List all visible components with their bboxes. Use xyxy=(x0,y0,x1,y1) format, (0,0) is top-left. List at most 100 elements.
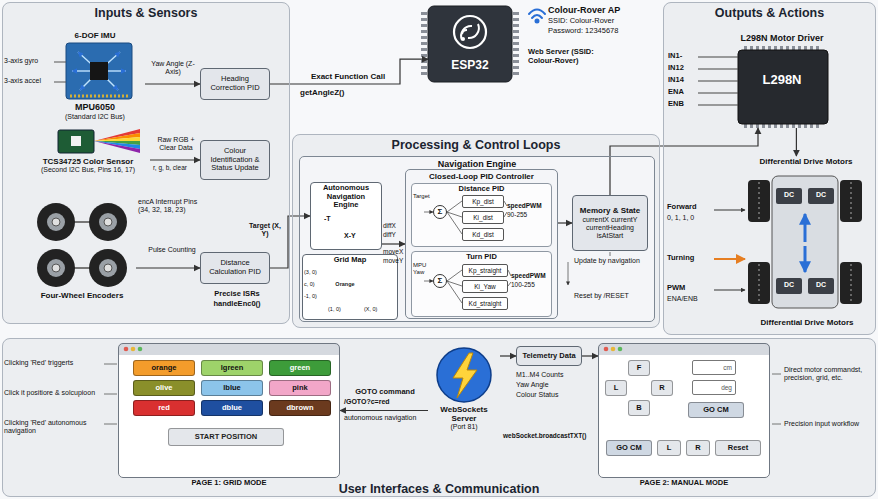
node-text: lblue xyxy=(204,384,260,393)
annotation-label: ENA/ENB xyxy=(667,295,713,303)
annotation-label: r, g, b, clear xyxy=(153,164,199,171)
connector xyxy=(270,59,428,84)
input-field: cm xyxy=(692,360,736,375)
annotation-label: Target xyxy=(413,193,435,200)
panel-fill xyxy=(405,169,558,319)
ui-window: PAGE 2: MANUAL MODEFLRBcmdegGO CMGO CMLR… xyxy=(598,343,770,478)
node-text: PAGE 2: MANUAL MODE xyxy=(569,479,799,488)
panel-fill xyxy=(411,183,552,247)
annotation-label: DC xyxy=(776,191,802,199)
node-text: Autonomous Navigation Engine xyxy=(314,184,378,210)
edge-label: Yaw Angle (Z-Axis) xyxy=(148,60,198,76)
imu-board xyxy=(54,43,132,99)
window-dot xyxy=(138,347,143,352)
annotation-label: IN12 xyxy=(668,64,696,73)
component-figure: 6-DOF IMUMPU6050(Standard I2C Bus) xyxy=(45,30,145,128)
node-text: Heading Correction PID xyxy=(204,75,266,92)
window-dot xyxy=(131,347,136,352)
window-titlebar xyxy=(118,343,340,355)
component-figure: TCS34725 Color Sensor(Second I2C Bus, Pi… xyxy=(26,128,150,180)
panel-fill xyxy=(118,343,340,478)
window-dot xyxy=(124,347,129,352)
spacer xyxy=(723,43,841,73)
annotation-label: ENA xyxy=(668,88,696,97)
color-sensor xyxy=(58,129,140,153)
process-box: Autonomous Navigation Engine xyxy=(310,182,382,250)
panel-fill xyxy=(2,338,876,497)
node-text: Differential Drive Motors xyxy=(739,157,873,166)
section-panel: User Interfaces & CommunicationPAGE 1: G… xyxy=(2,338,876,497)
annotation-label: Colour-Rover AP xyxy=(548,5,658,15)
node-text: Grid Map xyxy=(306,256,394,265)
ui-button: R xyxy=(686,440,710,456)
process-box: Distance Calculation PID xyxy=(200,252,270,284)
websocket-icon xyxy=(437,348,491,402)
node-text: green xyxy=(272,364,328,373)
annotation-label: Web Server (SSID: Colour-Rover) xyxy=(528,48,608,65)
node-text: currentX currentY currentHeading isAtSta… xyxy=(576,216,644,240)
annotation-label: moveY xyxy=(383,257,405,264)
gain-box: Ki_dist xyxy=(462,211,504,224)
connector xyxy=(582,355,598,356)
annotation-label: encA Interrupt Pins (34, 32, 18, 23) xyxy=(138,198,198,214)
node-text: Distance Calculation PID xyxy=(204,259,266,276)
annotation-label: 100-255 xyxy=(511,281,551,288)
section-panel: Inputs & Sensors 6-DOF IMUMPU6050(Standar… xyxy=(2,2,290,324)
panel-fill xyxy=(292,134,660,328)
annotation-label: Colour Status xyxy=(516,391,596,399)
annotation-label: Clicking 'Red' autonomous navigation xyxy=(4,419,100,435)
node-text: dblue xyxy=(204,404,260,413)
annotation-label: DC xyxy=(776,281,802,289)
annotation-label: Olive xyxy=(360,269,390,275)
annotation-label: 90-255 xyxy=(507,211,551,218)
annotation-label: PWM xyxy=(667,284,713,293)
node-text: lgreen xyxy=(204,364,260,373)
connector xyxy=(340,410,428,411)
annotation-label: (1, 0) xyxy=(328,306,352,312)
ui-button: R xyxy=(651,380,673,396)
annotation-label: autonomous navigation xyxy=(344,414,426,422)
node-text: Kd_straight xyxy=(465,300,505,307)
annotation-label: 3-axis accel xyxy=(4,77,52,85)
node-text: ESP32 xyxy=(429,59,511,73)
node-text: PAGE 1: GRID MODE xyxy=(89,479,369,488)
node-text: Navigation Engine xyxy=(303,159,651,169)
node-text: Colour Identification & Status Update xyxy=(204,147,266,173)
ui-button: GO CM xyxy=(688,402,744,418)
window-titlebar xyxy=(598,343,770,355)
node-text: Kp_dist xyxy=(465,198,501,205)
gain-box: Ki_Yaw xyxy=(462,280,508,293)
annotation-label: diffY xyxy=(383,231,405,238)
group-box: Closed-Loop PID ControllerDistance PIDΣK… xyxy=(405,169,558,319)
connector xyxy=(382,243,405,244)
annotation-label: moveX xyxy=(383,248,405,255)
component-figure: Four-Wheel Encoders xyxy=(28,196,136,308)
connector xyxy=(150,159,200,160)
node-text: Distance PID xyxy=(415,185,548,194)
process-box: Memory & StatecurrentX currentY currentH… xyxy=(572,195,648,251)
connector xyxy=(610,128,758,195)
node-text: Inputs & Sensors xyxy=(9,6,283,20)
node-text: orange xyxy=(136,364,192,373)
node-text: B xyxy=(631,404,647,413)
ui-button: B xyxy=(628,400,650,416)
ui-button: dblue xyxy=(201,400,263,416)
annotation-label: Forward xyxy=(667,203,713,212)
node-text: (Port 81) xyxy=(429,423,499,431)
node-text: User Interfaces & Communication xyxy=(9,482,869,496)
wifi-icon xyxy=(529,10,545,23)
node-text: dbrown xyxy=(272,404,328,413)
input-field: deg xyxy=(692,380,736,395)
annotation-label: MPU Yaw xyxy=(413,262,432,276)
connector xyxy=(796,128,797,156)
annotation-label: Clicking 'Red' triggerts xyxy=(4,359,100,367)
annotation-label: 3-axis gyro xyxy=(4,57,52,65)
ui-button: lgreen xyxy=(201,360,263,376)
annotation-label: IN14 xyxy=(668,76,696,85)
annotation-label: Click it positiore & solcupioon xyxy=(4,389,100,397)
node-text: (Second I2C Bus, Pins 16, 17) xyxy=(27,166,149,174)
component-figure: WebSockets Server(Port 81) xyxy=(428,344,500,444)
ui-button: F xyxy=(628,360,650,376)
node-text: deg xyxy=(696,384,732,391)
